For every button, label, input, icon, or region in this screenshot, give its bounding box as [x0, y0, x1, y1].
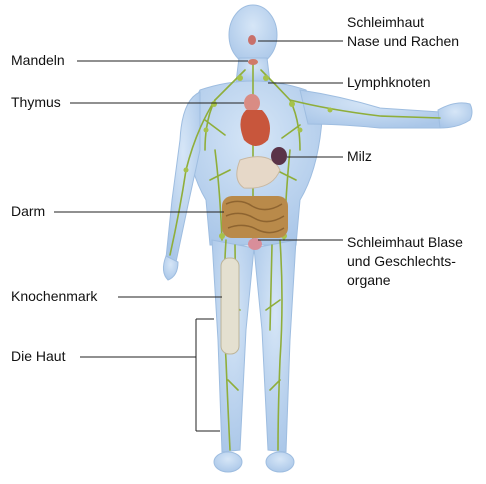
label-line: Nase und Rachen: [347, 32, 459, 51]
thymus: [244, 94, 260, 112]
label-skin: Die Haut: [11, 347, 65, 366]
label-bladder-mucosa: Schleimhaut Blase und Geschlechts- organ…: [347, 233, 463, 290]
heart: [240, 110, 270, 146]
label-line: Schleimhaut Blase: [347, 233, 463, 252]
label-spleen: Milz: [347, 147, 372, 166]
label-lymph-nodes: Lymphknoten: [347, 73, 431, 92]
spleen: [271, 147, 287, 165]
tonsils: [248, 59, 258, 65]
label-line: organe: [347, 271, 463, 290]
label-tonsils: Mandeln: [11, 51, 65, 70]
nose-throat-mucosa: [248, 35, 256, 45]
label-nose-throat-mucosa: Schleimhaut Nase und Rachen: [347, 13, 459, 51]
label-thymus: Thymus: [11, 93, 61, 112]
bone-marrow: [221, 258, 239, 354]
label-bone-marrow: Knochenmark: [11, 287, 97, 306]
label-intestine: Darm: [11, 202, 45, 221]
label-line: Schleimhaut: [347, 13, 459, 32]
label-line: und Geschlechts-: [347, 252, 463, 271]
